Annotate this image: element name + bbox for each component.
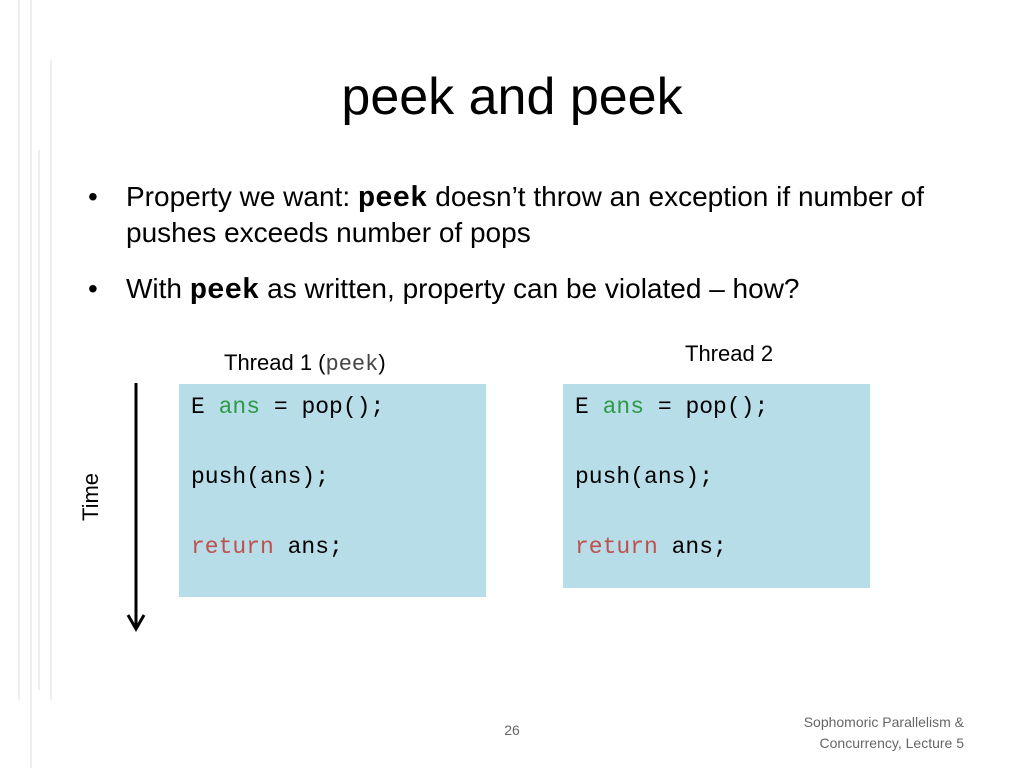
bullet-text: Property we want: [126,181,358,212]
time-arrow-icon [126,383,146,633]
bullet-dot: • [88,181,98,212]
code-line-blank [575,495,858,530]
bullet-item: • Property we want: peek doesn’t throw a… [84,180,964,250]
thread2-code-box: E ans = pop(); push(ans); return ans; [563,384,870,588]
thread1-label-text: Thread 1 ( [224,350,326,375]
code-token: ans [602,394,645,420]
code-token: ans [218,394,261,420]
code-line: E ans = pop(); [191,390,474,425]
bullet-dot: • [88,273,98,304]
thread1-label: Thread 1 (peek) [224,349,386,379]
code-token: return [575,534,658,560]
decorative-line [18,0,20,700]
code-line: E ans = pop(); [575,390,858,425]
code-token: return [191,534,274,560]
thread1-code-box: E ans = pop(); push(ans); return ans; [179,384,486,597]
code-token: = pop(); [260,394,385,420]
footer-line: Concurrency, Lecture 5 [819,735,964,751]
bullet-text: as written, property can be violated – h… [259,273,800,304]
code-line-blank [191,425,474,460]
footer: Sophomoric Parallelism & Concurrency, Le… [804,712,964,754]
footer-line: Sophomoric Parallelism & [803,714,964,730]
thread1-label-code: peek [325,352,379,377]
code-line-blank [191,495,474,530]
code-line: return ans; [575,530,858,565]
bullet-code: peek [189,274,260,307]
code-line: push(ans); [191,464,330,490]
thread2-label: Thread 2 [685,341,774,366]
code-line-blank [575,425,858,460]
code-line: push(ans); [575,464,714,490]
decorative-line [30,0,32,768]
bullet-list: • Property we want: peek doesn’t throw a… [84,180,964,330]
decorative-line [50,60,52,700]
slide-title: peek and peek [341,68,683,126]
code-token: ans; [657,534,727,560]
code-line: return ans; [191,530,474,565]
code-token: E [575,394,603,420]
bullet-item: • With peek as written, property can be … [84,272,964,308]
page-number: 26 [504,722,520,738]
bullet-text: With [126,273,190,304]
bullet-text: doesn’t throw an exception if number of … [126,181,925,248]
thread1-label-text: ) [378,350,386,375]
code-token: E [191,394,219,420]
decorative-line [38,150,40,690]
code-token: ans; [273,534,343,560]
code-token: = pop(); [644,394,769,420]
time-axis-label: Time [78,472,103,522]
bullet-code: peek [357,182,428,215]
